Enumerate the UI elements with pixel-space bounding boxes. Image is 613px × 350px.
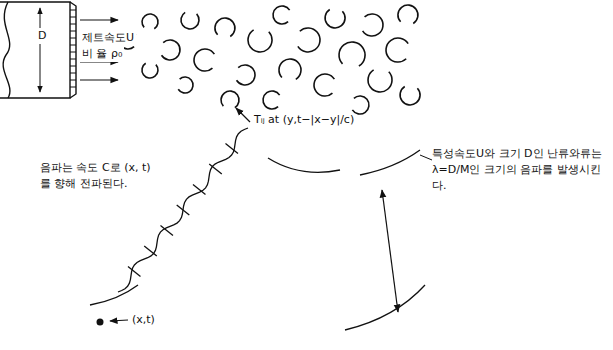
eddy: [232, 61, 259, 88]
jet-nozzle: [0, 2, 76, 98]
ray-tick: [144, 246, 157, 256]
eddy: [335, 37, 370, 72]
eddy: [244, 24, 277, 56]
tick: [70, 66, 76, 67]
eddy: [139, 59, 161, 81]
wavelength-arrow: [382, 190, 398, 312]
ray-tick: [226, 144, 239, 154]
tick: [70, 59, 76, 60]
eddy: [139, 11, 161, 33]
observer-label: (x,t): [132, 312, 155, 328]
tick: [70, 17, 76, 18]
eddy: [174, 74, 196, 96]
ray-tick: [128, 267, 141, 277]
eddy: [364, 64, 397, 96]
nozzle-exit-ticks: [70, 10, 76, 87]
eddy: [396, 82, 423, 109]
source-term-label: Tᵢⱼ at (y,t−|x−y|/c): [254, 112, 354, 128]
eddy: [275, 55, 305, 85]
tick: [70, 87, 76, 88]
eddy: [382, 34, 414, 67]
ray-wave: [118, 128, 248, 292]
eddy: [357, 10, 387, 40]
observer-arrow: [110, 320, 128, 321]
propagation-note: 음파는 속도 C로 (x, t)를 향해 전파된다.: [40, 160, 158, 192]
tick: [70, 52, 76, 53]
tick: [70, 10, 76, 11]
observer-point: [97, 319, 104, 326]
eddy: [178, 8, 202, 32]
tick: [70, 73, 76, 74]
eddy: [260, 88, 284, 112]
ray-tick: [193, 185, 206, 195]
diameter-label: D: [36, 28, 48, 44]
eddy: [218, 88, 242, 112]
ray-tick: [209, 164, 222, 174]
eddy: [157, 36, 184, 63]
tick: [70, 45, 76, 46]
diameter-arrow: [40, 8, 41, 92]
eddy: [270, 3, 294, 27]
eddy: [310, 70, 340, 100]
tick: [70, 38, 76, 39]
eddy: [211, 14, 238, 41]
eddy: [292, 24, 324, 57]
leader-line: [420, 155, 432, 160]
eddy: [190, 45, 220, 75]
sound-ray: [118, 128, 248, 292]
wavelength-note: 특성속도U와 크기 D인 난류와류는 λ=D/M인 크기의 음파를 발생시킨다.: [432, 146, 602, 194]
tick: [70, 31, 76, 32]
jet-speed-label: 제트속도U: [80, 30, 136, 46]
tick: [70, 80, 76, 81]
wavefront-arcs: [90, 150, 425, 330]
tick: [70, 24, 76, 25]
source-pointer-arrow: [236, 108, 250, 122]
turbulent-eddies: [116, 1, 424, 117]
eddy: [394, 1, 421, 28]
ray-tick: [161, 226, 174, 236]
density-label: 비 율 ρ₀: [80, 46, 124, 62]
eddy: [321, 5, 348, 32]
ray-tick: [177, 205, 190, 215]
